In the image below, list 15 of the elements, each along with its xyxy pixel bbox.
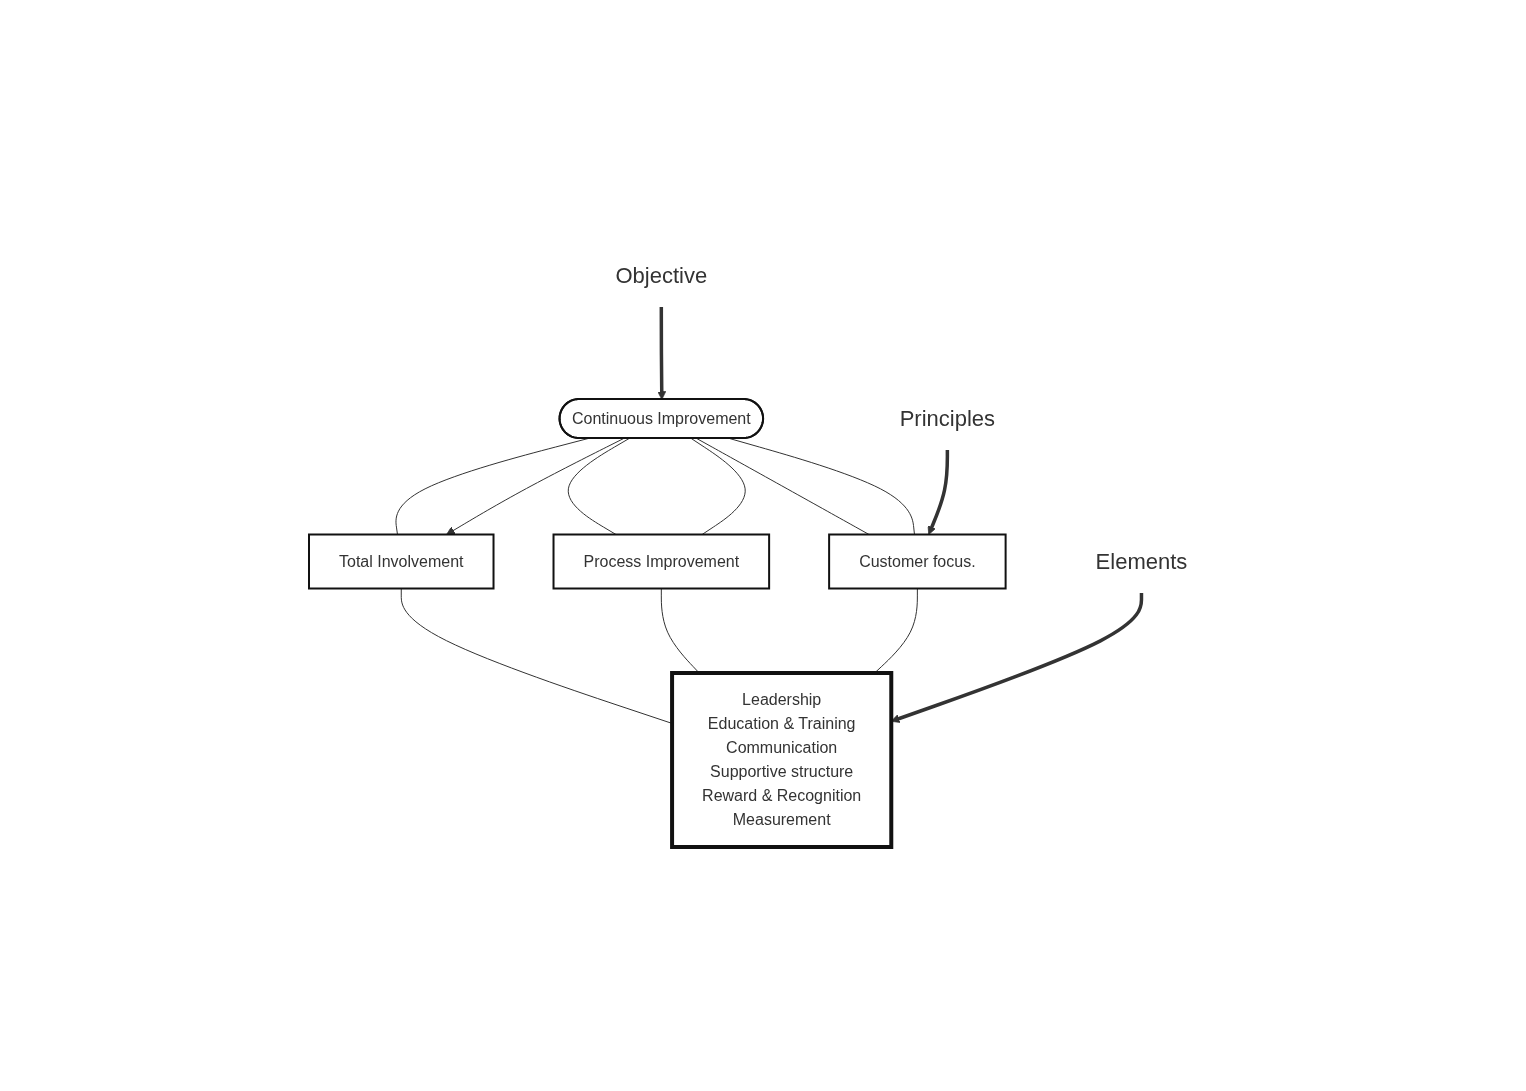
arrow xyxy=(927,450,949,535)
connector xyxy=(660,588,700,674)
node-text: Elements xyxy=(1095,549,1188,574)
node-text: Principles xyxy=(899,406,995,431)
connector xyxy=(873,588,918,674)
connector xyxy=(690,438,746,535)
node-box: Leadership Education & Training Communication Supportive structure Reward & Recognition Measurement xyxy=(669,671,894,849)
arrow xyxy=(446,438,624,535)
node-text: Objective xyxy=(615,263,708,288)
arrow xyxy=(657,307,666,400)
node-box: Customer focus. xyxy=(827,533,1007,590)
node-box: Process Improvement xyxy=(552,533,770,590)
connector xyxy=(696,438,870,535)
connector xyxy=(567,438,630,535)
node-box: Total Involvement xyxy=(307,533,495,590)
